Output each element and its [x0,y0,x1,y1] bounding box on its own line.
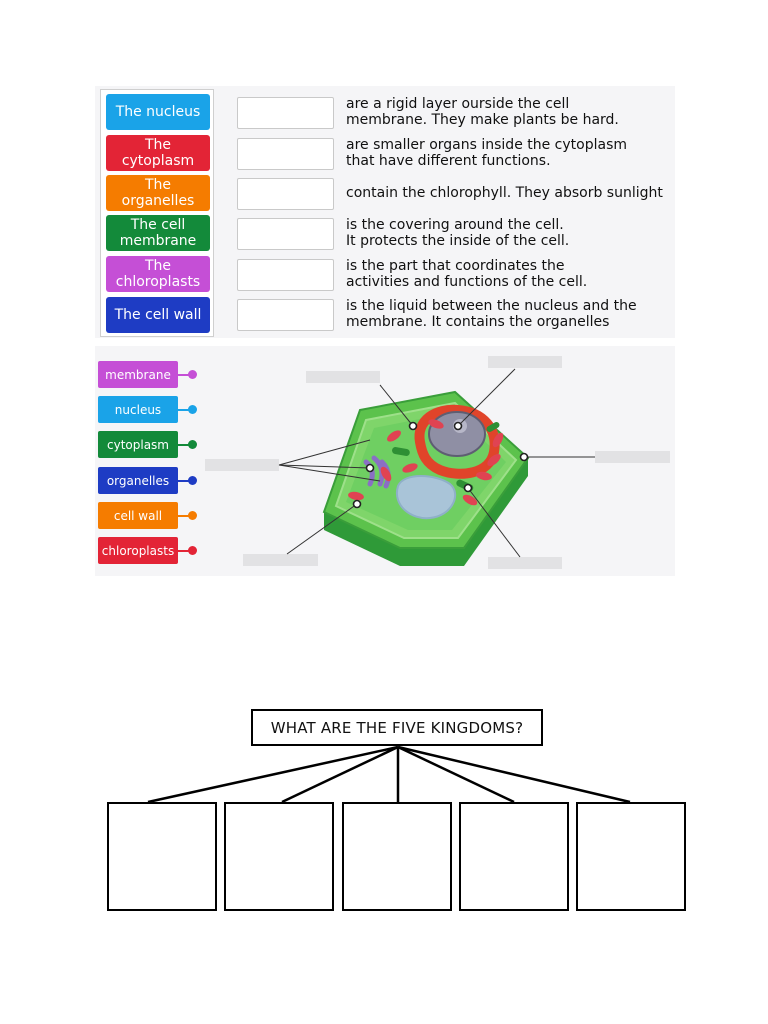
definition-line: are smaller organs inside the cytoplasm [346,137,628,153]
answer-drop-box[interactable] [237,259,334,291]
chloroplast [402,463,418,473]
definition-line: is the liquid between the nucleus and th… [346,298,637,314]
label-slot[interactable] [243,554,318,566]
label-slot[interactable] [205,459,279,471]
vacuole [395,475,457,520]
tag-chloroplasts[interactable]: chloroplasts [98,537,178,564]
term-label: The nucleus [115,104,201,120]
tag-dot [188,546,197,555]
tag-nucleus[interactable]: nucleus [98,396,178,423]
term-chloroplasts[interactable]: The chloroplasts [106,256,210,292]
nucleus [428,411,486,457]
chloroplast [492,432,504,448]
term-label: chloroplasts [115,274,201,290]
tag-cell-wall[interactable]: cell wall [98,502,178,529]
definition-line: membrane. It contains the organelles [346,314,610,330]
label-slot[interactable] [595,451,670,463]
label-slot[interactable] [488,356,562,368]
term-label: The cell wall [114,307,202,323]
answer-drop-box[interactable] [237,97,334,129]
chloroplast [487,454,501,466]
definition-line: contain the chlorophyll. They absorb sun… [346,185,663,201]
tag-connector [178,550,190,552]
chloroplast [387,430,401,442]
term-cell-wall[interactable]: The cell wall [106,297,210,333]
tag-connector [178,374,190,376]
definition: is the covering around the cell. It prot… [346,217,666,249]
term-label: organelles [121,193,195,209]
term-nucleus[interactable]: The nucleus [106,94,210,130]
definition-line: that have different functions. [346,153,551,169]
definition-line: activities and functions of the cell. [346,274,588,290]
tag-connector [178,480,190,482]
chloroplast [380,466,392,482]
tag-connector [178,515,190,517]
term-cell-membrane[interactable]: The cell membrane [106,215,210,251]
answer-drop-box[interactable] [237,299,334,331]
kingdom-answer-box[interactable] [459,802,569,911]
tag-connector [178,409,190,411]
label-slot[interactable] [488,557,562,569]
definition: contain the chlorophyll. They absorb sun… [346,185,666,201]
kingdom-answer-box[interactable] [342,802,452,911]
kingdom-answer-box[interactable] [224,802,334,911]
definition-line: is the covering around the cell. [346,217,564,233]
tag-dot [188,440,197,449]
definition: are smaller organs inside the cytoplasm … [346,137,666,169]
mitochondrion [486,422,500,432]
kingdom-answer-box[interactable] [576,802,686,911]
chloroplast [476,471,492,481]
tag-dot [188,476,197,485]
leader-dots [352,421,529,509]
term-cytoplasm[interactable]: The cytoplasm [106,135,210,171]
tag-organelles[interactable]: organelles [98,467,178,494]
tag-cytoplasm[interactable]: cytoplasm [98,431,178,458]
term-label: The [144,137,172,153]
leader-lines [278,368,595,558]
chloroplast [348,491,364,501]
kingdoms-title: WHAT ARE THE FIVE KINGDOMS? [251,709,543,746]
tag-connector [178,444,190,446]
chloroplast [462,494,478,506]
answer-drop-box[interactable] [237,138,334,170]
term-label: membrane [119,233,197,249]
term-label: cytoplasm [121,153,195,169]
definition-line: membrane. They make plants be hard. [346,112,619,128]
definition-line: are a rigid layer ourside the cell [346,96,570,112]
term-label: The [144,258,172,274]
tag-dot [188,370,197,379]
answer-drop-box[interactable] [237,178,334,210]
plant-cell-illustration [278,368,595,566]
definition: are a rigid layer ourside the cell membr… [346,96,666,128]
definition-line: It protects the inside of the cell. [346,233,570,249]
tag-dot [188,405,197,414]
term-list-panel [100,89,214,337]
endoplasmic-reticulum [414,404,500,479]
answer-drop-box[interactable] [237,218,334,250]
mitochondrion [391,447,410,456]
tag-dot [188,511,197,520]
kingdom-answer-box[interactable] [107,802,217,911]
definition: is the part that coordinates the activit… [346,258,666,290]
definition: is the liquid between the nucleus and th… [346,298,666,330]
label-slot[interactable] [306,371,380,383]
chloroplast [428,419,444,429]
tag-membrane[interactable]: membrane [98,361,178,388]
term-label: The [144,177,172,193]
term-organelles[interactable]: The organelles [106,175,210,211]
term-label: The cell [130,217,186,233]
definition-line: is the part that coordinates the [346,258,565,274]
